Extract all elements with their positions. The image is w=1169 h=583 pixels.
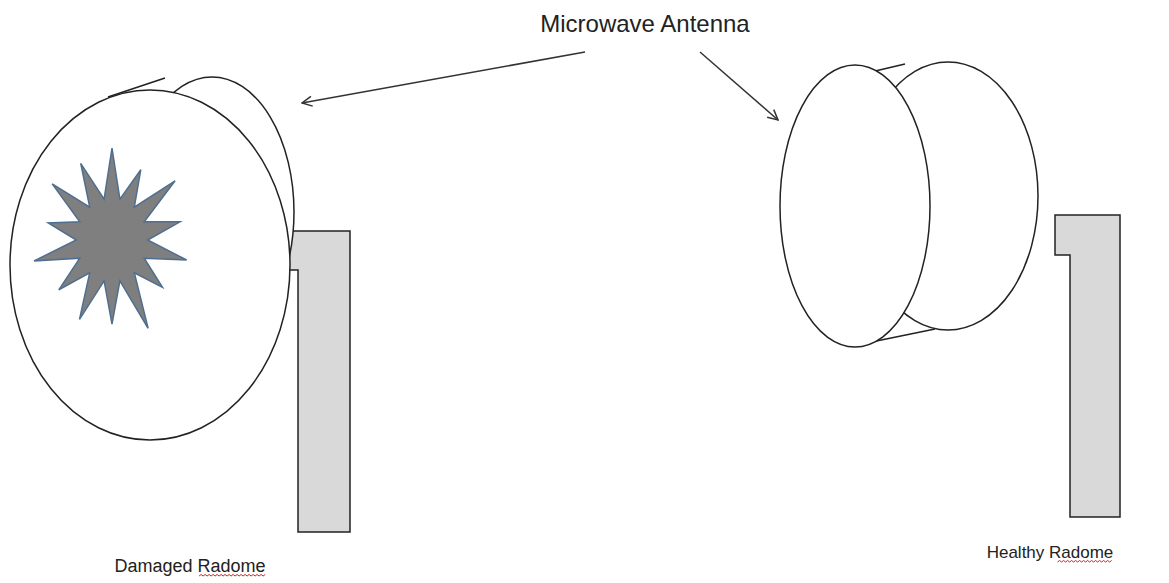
caption-label: Damaged Radome bbox=[114, 556, 265, 577]
mount-bracket bbox=[1055, 215, 1120, 517]
caption-label: Healthy Radome bbox=[987, 543, 1114, 563]
radome-front bbox=[780, 65, 930, 347]
damage-burst bbox=[34, 148, 187, 328]
radome-front bbox=[10, 90, 290, 440]
leader-arrow bbox=[700, 52, 778, 120]
title-label: Microwave Antenna bbox=[540, 10, 749, 38]
mount-bracket bbox=[285, 231, 350, 532]
leader-arrow bbox=[302, 52, 585, 103]
